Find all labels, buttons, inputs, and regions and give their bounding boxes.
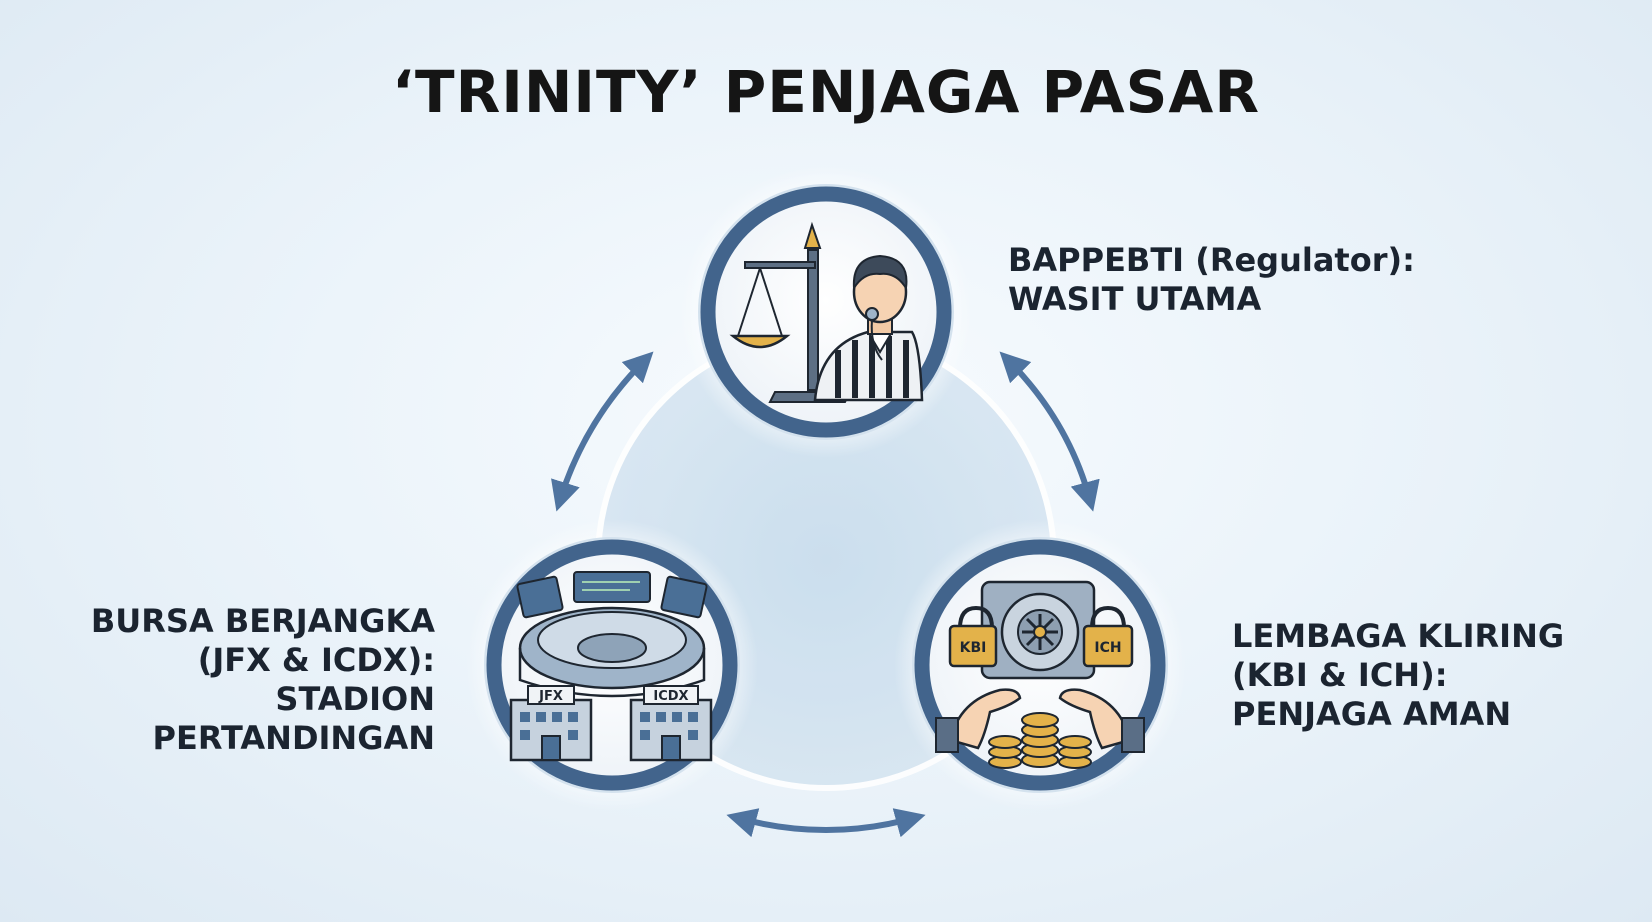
- lock-label-ich: ICH: [1094, 640, 1121, 656]
- lock-label-kbi: KBI: [960, 640, 987, 656]
- label-bursa-line-4: PERTANDINGAN: [152, 719, 435, 757]
- node-top: [680, 166, 972, 458]
- label-bursa-line-3: STADION: [275, 680, 435, 718]
- label-kliring-line-3: PENJAGA AMAN: [1232, 695, 1512, 733]
- label-bursa-line-2: (JFX & ICDX):: [197, 641, 435, 679]
- label-bappebti-line-1: BAPPEBTI (Regulator):: [1008, 241, 1415, 279]
- label-kliring-line-1: LEMBAGA KLIRING: [1232, 617, 1565, 655]
- diagram-title: ‘TRINITY’ PENJAGA PASAR: [392, 58, 1260, 126]
- referee-scale-icon: [729, 221, 924, 403]
- arrow-bottom: [726, 808, 926, 838]
- vault-icon: KBI ICH: [935, 580, 1145, 769]
- node-right: KBI ICH: [894, 519, 1186, 811]
- label-bappebti-line-2: WASIT UTAMA: [1008, 280, 1262, 318]
- node-left: JFX ICDX: [466, 519, 758, 811]
- label-bursa-line-1: BURSA BERJANGKA: [90, 602, 435, 640]
- label-lembaga-kliring: LEMBAGA KLIRING (KBI & ICH): PENJAGA AMA…: [1232, 617, 1564, 734]
- label-bappebti: BAPPEBTI (Regulator): WASIT UTAMA: [1008, 241, 1415, 319]
- stadium-icon: JFX ICDX: [509, 571, 713, 762]
- arrow-top-right: [999, 351, 1100, 512]
- connection-arrows: [551, 351, 1100, 838]
- arrow-top-left: [551, 351, 654, 512]
- building-label-jfx: JFX: [538, 689, 563, 704]
- label-kliring-line-2: (KBI & ICH):: [1232, 656, 1448, 694]
- building-label-icdx: ICDX: [653, 689, 688, 704]
- label-bursa-berjangka: BURSA BERJANGKA (JFX & ICDX): STADION PE…: [60, 602, 435, 758]
